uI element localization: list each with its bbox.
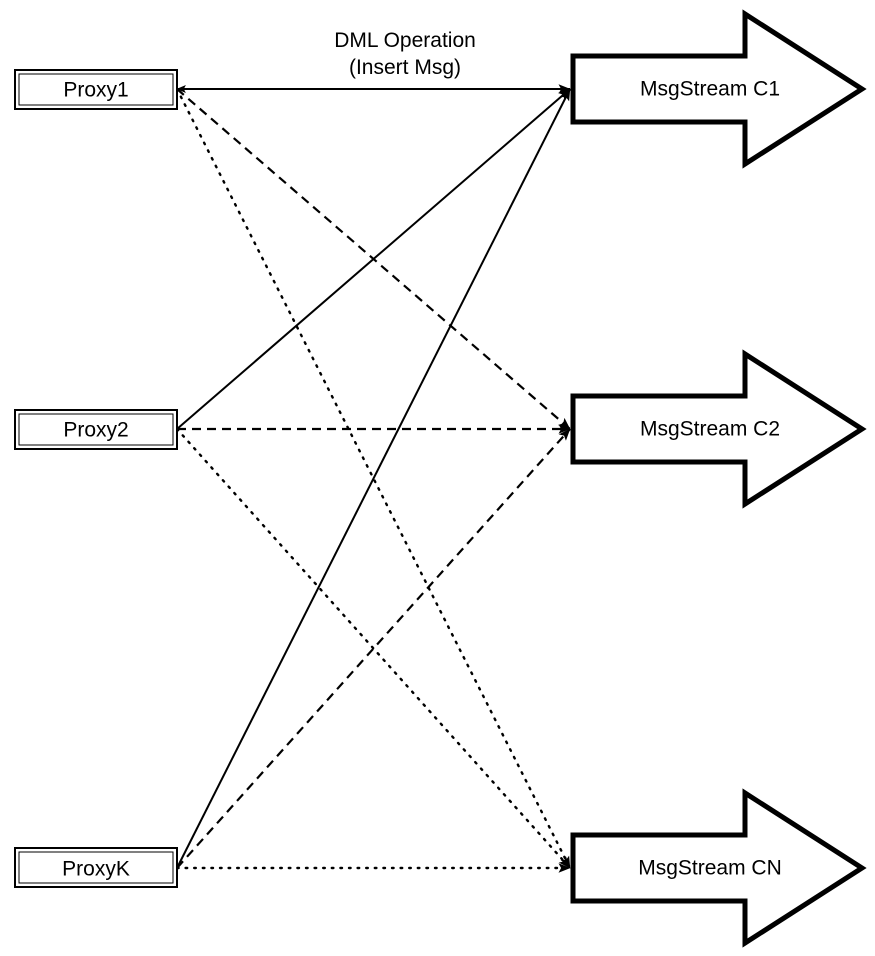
stream-node-c1[interactable]: MsgStream C1 [570,9,867,169]
stream-c1-label: MsgStream C1 [640,78,780,101]
links-layer [175,84,572,873]
edge-caption-line1: DML Operation [334,29,476,52]
stream-cn-label: MsgStream CN [638,857,782,880]
stream-cn-block-arrow-icon[interactable] [570,788,867,948]
stream-node-c2[interactable]: MsgStream C2 [570,349,867,509]
proxy1-box-inner-outline [18,73,174,106]
link-proxy1-to-stream-cn [175,87,572,870]
stream-node-cn[interactable]: MsgStream CN [570,788,867,948]
proxy-node-proxyk[interactable]: ProxyK [14,847,178,888]
proxy2-box[interactable] [14,409,178,450]
link-proxyk-to-stream-c2 [176,428,571,869]
link-proxyk-to-stream-c1 [176,88,571,869]
edge-caption: DML Operation (Insert Msg) [334,29,476,79]
stream-c2-block-arrow-icon[interactable] [570,349,867,509]
proxyk-box[interactable] [14,847,178,888]
link-proxy2-to-stream-cn [175,427,572,870]
proxy1-label: Proxy1 [63,79,128,102]
proxyk-box-inner-outline [18,851,174,884]
proxy-node-proxy2[interactable]: Proxy2 [14,409,178,450]
proxy2-box-inner-outline [18,413,174,446]
proxy-node-proxy1[interactable]: Proxy1 [14,69,178,110]
stream-c1-block-arrow-icon[interactable] [570,9,867,169]
proxyk-label: ProxyK [62,858,130,881]
stream-c2-label: MsgStream C2 [640,418,780,441]
proxy2-label: Proxy2 [63,419,128,442]
edge-caption-line2: (Insert Msg) [349,56,461,79]
link-proxy2-to-stream-c1 [176,88,571,430]
proxy1-box[interactable] [14,69,178,110]
